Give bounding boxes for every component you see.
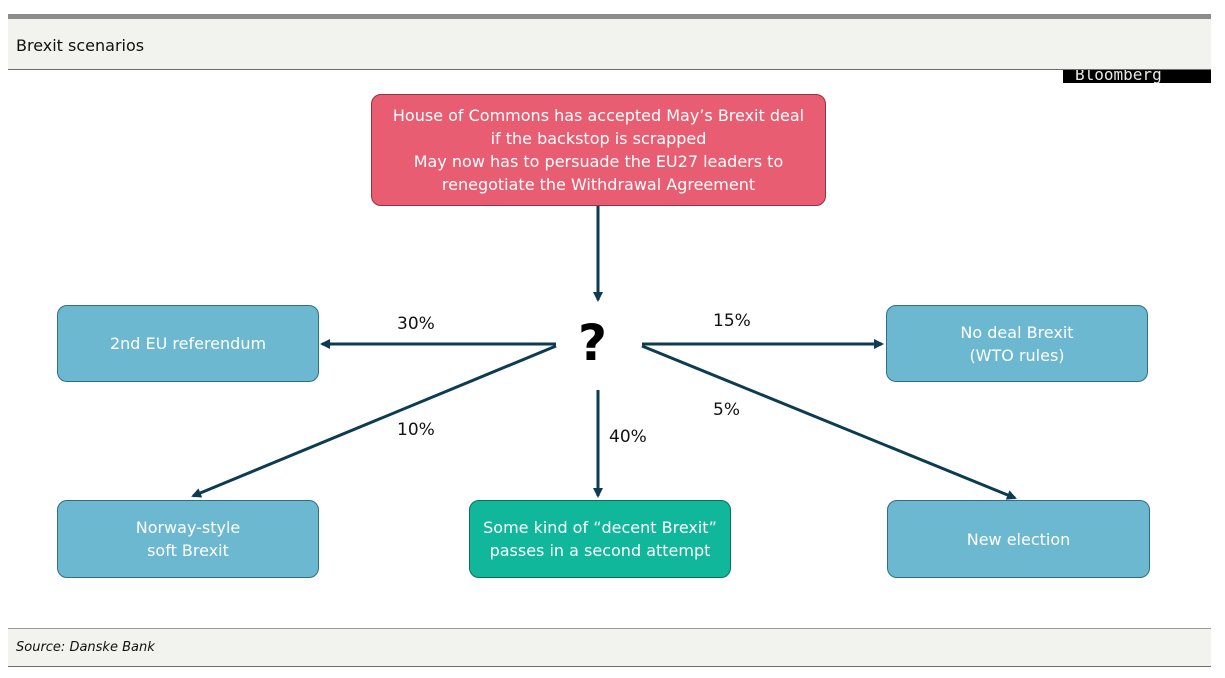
election-box: New election <box>887 500 1150 578</box>
top-scenario-text: House of Commons has accepted May’s Brex… <box>392 106 805 194</box>
arrow-to-election <box>641 344 1017 500</box>
page-title: Brexit scenarios <box>16 36 145 55</box>
no-deal-box: No deal Brexit (WTO rules) <box>886 305 1148 382</box>
norway-probability: 10% <box>397 420 435 440</box>
decent-brexit-label: Some kind of “decent Brexit” passes in a… <box>483 518 717 560</box>
top-rule <box>8 14 1211 19</box>
election-label: New election <box>966 529 1071 549</box>
bloomberg-watermark: Bloomberg <box>1063 70 1211 83</box>
no-deal-label: No deal Brexit (WTO rules) <box>960 322 1074 365</box>
norway-box: Norway-style soft Brexit <box>57 500 319 578</box>
decent-brexit-box: Some kind of “decent Brexit” passes in a… <box>469 500 731 578</box>
no-deal-probability: 15% <box>713 311 751 331</box>
question-mark: ? <box>578 314 608 372</box>
header-bar: Brexit scenarios <box>8 19 1211 70</box>
election-probability: 5% <box>713 400 740 420</box>
norway-label: Norway-style soft Brexit <box>135 518 241 560</box>
source-note: Source: Danske Bank <box>16 640 155 655</box>
top-scenario-box: House of Commons has accepted May’s Brex… <box>371 94 826 206</box>
referendum-box: 2nd EU referendum <box>57 305 319 382</box>
decent-brexit-probability: 40% <box>609 427 647 447</box>
referendum-probability: 30% <box>397 314 435 334</box>
footer-bar: Source: Danske Bank <box>8 628 1211 667</box>
referendum-label: 2nd EU referendum <box>109 334 267 353</box>
arrow-to-norway <box>191 344 557 498</box>
